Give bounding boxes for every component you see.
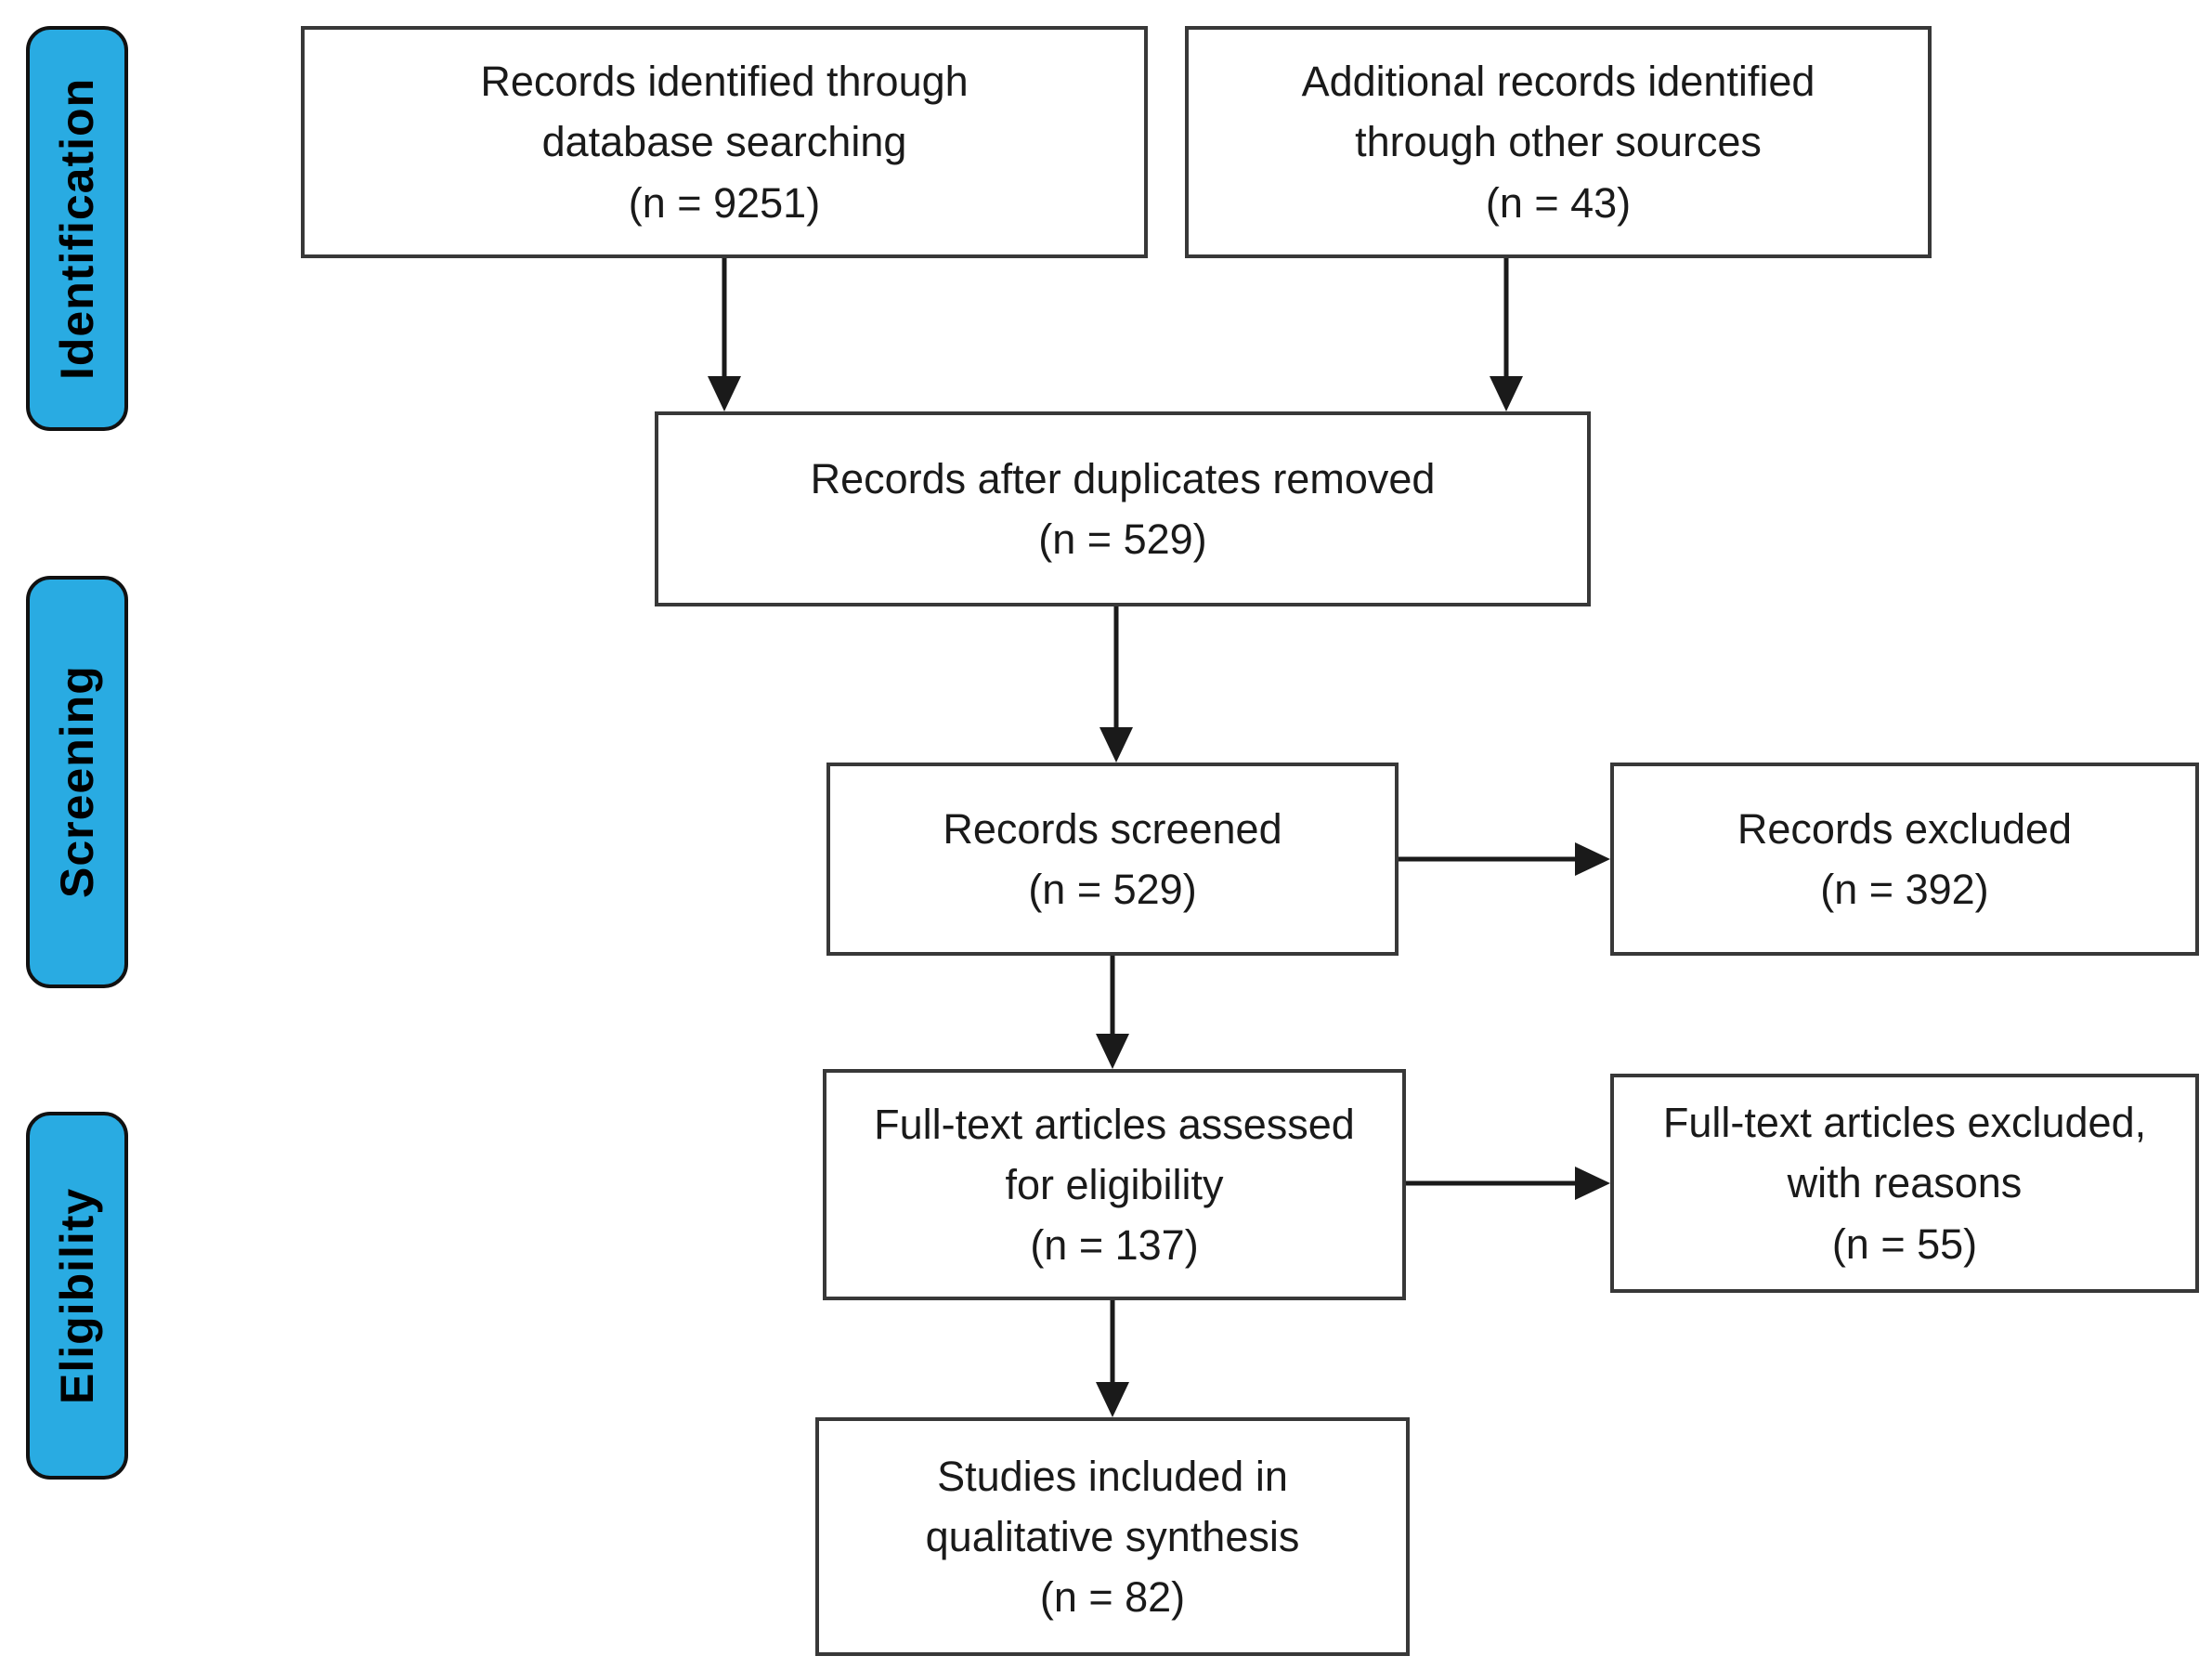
stage-tab-screening: Screening	[26, 576, 128, 988]
flow-box-records-after-duplicates-removed: Records after duplicates removed (n = 52…	[655, 411, 1591, 606]
arrow-database-to-duplicates	[708, 258, 741, 411]
flow-box-fulltext-articles-assessed: Full-text articles assessed for eligibil…	[823, 1069, 1406, 1300]
stage-tab-identification: Identification	[26, 26, 128, 431]
arrow-duplicates-to-screened	[1099, 606, 1133, 763]
arrow-othersources-to-duplicates	[1490, 258, 1523, 411]
arrow-fulltext-to-included	[1096, 1300, 1129, 1417]
arrow-screened-to-fulltext	[1096, 956, 1129, 1069]
stage-tab-eligibility: Eligibility	[26, 1112, 128, 1480]
arrow-head-icon	[1575, 842, 1610, 876]
arrow-head-icon	[1490, 376, 1523, 411]
flow-box-records-identified: Records identified through database sear…	[301, 26, 1148, 258]
arrow-head-icon	[1099, 727, 1133, 763]
flow-box-records-screened: Records screened (n = 529)	[826, 763, 1399, 956]
arrow-head-icon	[1096, 1382, 1129, 1417]
arrow-screened-to-excluded	[1399, 842, 1610, 876]
arrow-head-icon	[1575, 1167, 1610, 1200]
flow-box-studies-included-qualitative: Studies included in qualitative synthesi…	[815, 1417, 1410, 1656]
arrow-head-icon	[708, 376, 741, 411]
arrow-fulltext-to-fulltext-excluded	[1406, 1167, 1610, 1200]
flow-box-additional-records: Additional records identified through ot…	[1185, 26, 1932, 258]
flow-box-fulltext-articles-excluded: Full-text articles excluded, with reason…	[1610, 1074, 2199, 1293]
flow-box-records-excluded: Records excluded (n = 392)	[1610, 763, 2199, 956]
arrow-head-icon	[1096, 1034, 1129, 1069]
